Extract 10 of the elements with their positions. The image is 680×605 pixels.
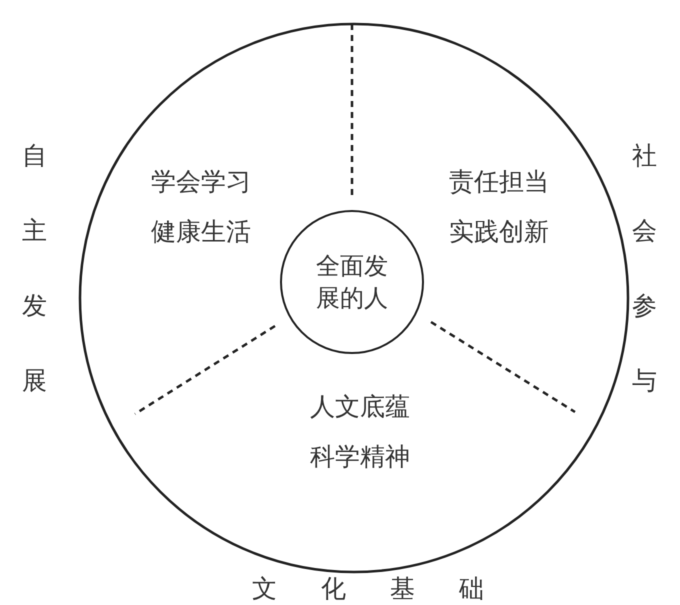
- center-circle: 全面发展的人: [280, 210, 424, 354]
- sector-label: 科学精神: [309, 441, 411, 473]
- sector-label: 学会学习: [150, 166, 252, 198]
- sector-label: 实践创新: [448, 216, 550, 248]
- side-label: 文化基础: [252, 574, 528, 604]
- side-label: 社会参与: [632, 140, 658, 397]
- side-label: 自主发展: [22, 140, 48, 397]
- sector-label: 责任担当: [448, 166, 550, 198]
- sector-label: 健康生活: [150, 216, 252, 248]
- sector-label: 人文底蕴: [309, 391, 411, 423]
